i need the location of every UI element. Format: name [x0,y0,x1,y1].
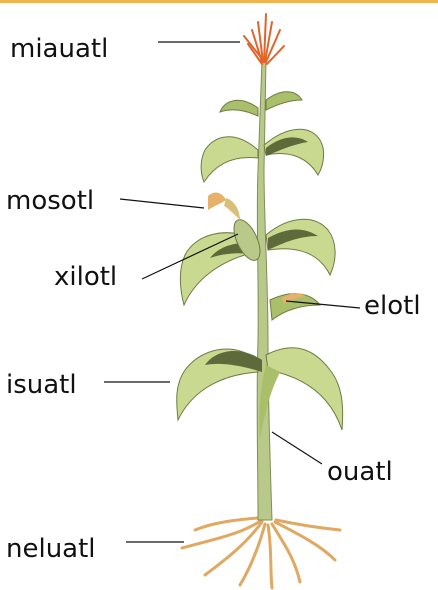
label-elotl: elotl [364,293,421,319]
label-mosotl: mosotl [6,188,94,214]
label-miauatl: miauatl [10,36,108,62]
stalk [257,60,272,520]
label-isuatl: isuatl [6,372,77,398]
tassel [244,14,284,64]
label-xilotl: xilotl [54,264,117,290]
roots [182,518,340,588]
leader-lines [104,42,360,542]
leader-mosotl [120,199,204,208]
label-ouatl: ouatl [327,459,393,485]
leader-ouatl [272,432,322,464]
label-neluatl: neluatl [6,536,96,562]
